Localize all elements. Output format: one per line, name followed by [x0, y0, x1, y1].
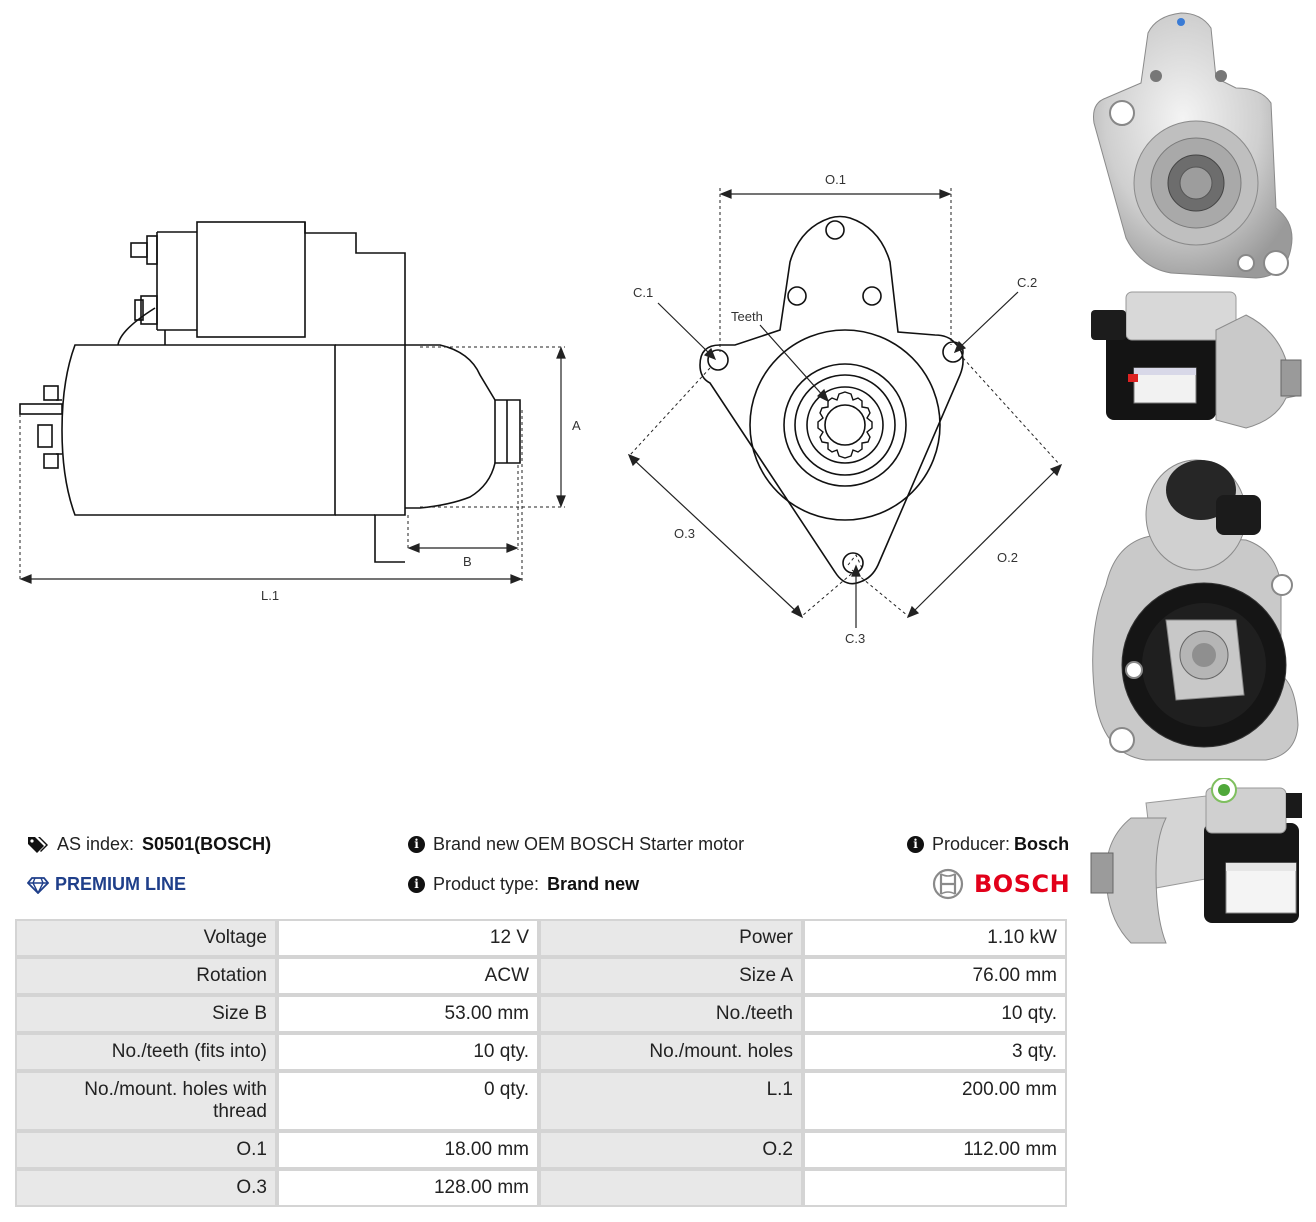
premium-line: PREMIUM LINE: [27, 874, 186, 895]
product-type-label: Product type:: [433, 874, 540, 894]
bosch-armature-icon: [932, 868, 964, 900]
spec-value: 18.00 mm: [277, 1131, 539, 1169]
spec-value: 10 qty.: [803, 995, 1067, 1033]
spec-label: Power: [539, 919, 803, 957]
table-row: No./mount. holes with thread 0 qty. L.1 …: [15, 1071, 1067, 1131]
tags-icon: [28, 836, 48, 853]
side-view-dimensions: [19, 346, 565, 582]
dim-label-teeth: Teeth: [731, 309, 763, 324]
producer-label: Producer:: [932, 834, 1011, 854]
product-photos: [1084, 0, 1316, 970]
table-row: Voltage 12 V Power 1.10 kW: [15, 919, 1067, 957]
spec-value: 0 qty.: [277, 1071, 539, 1131]
product-photo-label[interactable]: [1086, 778, 1302, 958]
as-index-label: AS index:: [57, 834, 135, 854]
as-index: AS index: S0501(BOSCH): [27, 834, 271, 855]
side-view-arrows: [19, 346, 566, 584]
spec-label: [539, 1169, 803, 1207]
spec-label: Rotation: [15, 957, 277, 995]
side-view-drawing: [19, 221, 521, 563]
table-row: Rotation ACW Size A 76.00 mm: [15, 957, 1067, 995]
spec-value: 112.00 mm: [803, 1131, 1067, 1169]
bosch-logo: BOSCH: [932, 868, 1070, 900]
product-photo-rear[interactable]: [1086, 455, 1302, 770]
table-row: Size B 53.00 mm No./teeth 10 qty.: [15, 995, 1067, 1033]
spec-value: ACW: [277, 957, 539, 995]
dim-label-c1: C.1: [633, 285, 653, 300]
dim-label-o1: O.1: [825, 172, 846, 187]
spec-value: 200.00 mm: [803, 1071, 1067, 1131]
bosch-wordmark: BOSCH: [974, 870, 1071, 898]
as-index-value: S0501(BOSCH): [142, 834, 272, 854]
spec-value: 10 qty.: [277, 1033, 539, 1071]
spec-value: 12 V: [277, 919, 539, 957]
product-type-value: Brand new: [547, 874, 640, 894]
spec-label: Size A: [539, 957, 803, 995]
premium-line-label: PREMIUM LINE: [55, 874, 187, 894]
dim-label-l1: L.1: [261, 588, 279, 603]
front-view-dimensions: [629, 188, 1061, 617]
dim-label-c3: C.3: [845, 631, 865, 646]
spec-value: 3 qty.: [803, 1033, 1067, 1071]
front-view-arrows: [627, 189, 1063, 628]
product-photo-side[interactable]: [1086, 290, 1302, 440]
info-icon: i: [408, 876, 425, 893]
product-type: i Product type: Brand new: [408, 874, 639, 895]
table-row: O.3 128.00 mm: [15, 1169, 1067, 1207]
product-photo-front[interactable]: [1086, 8, 1298, 288]
spec-label: No./teeth: [539, 995, 803, 1033]
table-row: O.1 18.00 mm O.2 112.00 mm: [15, 1131, 1067, 1169]
spec-label: Voltage: [15, 919, 277, 957]
spec-value: 76.00 mm: [803, 957, 1067, 995]
technical-drawing: A B L.1: [19, 172, 1063, 646]
dim-label-o3: O.3: [674, 526, 695, 541]
diamond-icon: [27, 876, 49, 894]
spec-value: 53.00 mm: [277, 995, 539, 1033]
description-text: Brand new OEM BOSCH Starter motor: [433, 834, 745, 854]
dim-label-a: A: [572, 418, 581, 433]
table-row: No./teeth (fits into) 10 qty. No./mount.…: [15, 1033, 1067, 1071]
product-info: AS index: S0501(BOSCH) PREMIUM LINE i Br…: [0, 820, 1080, 910]
spec-label: O.2: [539, 1131, 803, 1169]
spec-label: O.1: [15, 1131, 277, 1169]
spec-value: 128.00 mm: [277, 1169, 539, 1207]
spec-label: O.3: [15, 1169, 277, 1207]
info-icon: i: [408, 836, 425, 853]
producer-value: Bosch: [1014, 834, 1070, 854]
front-view-drawing: [699, 215, 964, 585]
spec-label: Size B: [15, 995, 277, 1033]
spec-value: 1.10 kW: [803, 919, 1067, 957]
dim-label-c2: C.2: [1017, 275, 1037, 290]
spec-label: No./teeth (fits into): [15, 1033, 277, 1071]
pinion-teeth: [817, 391, 873, 459]
producer: i Producer: Bosch: [907, 834, 1069, 855]
dim-label-o2: O.2: [997, 550, 1018, 565]
spec-value: [803, 1169, 1067, 1207]
product-description: i Brand new OEM BOSCH Starter motor: [408, 834, 744, 855]
spec-label: No./mount. holes: [539, 1033, 803, 1071]
info-icon: i: [907, 836, 924, 853]
spec-label: L.1: [539, 1071, 803, 1131]
spec-label: No./mount. holes with thread: [15, 1071, 277, 1131]
dim-label-b: B: [463, 554, 472, 569]
specs-table: Voltage 12 V Power 1.10 kW Rotation ACW …: [15, 919, 1067, 1207]
